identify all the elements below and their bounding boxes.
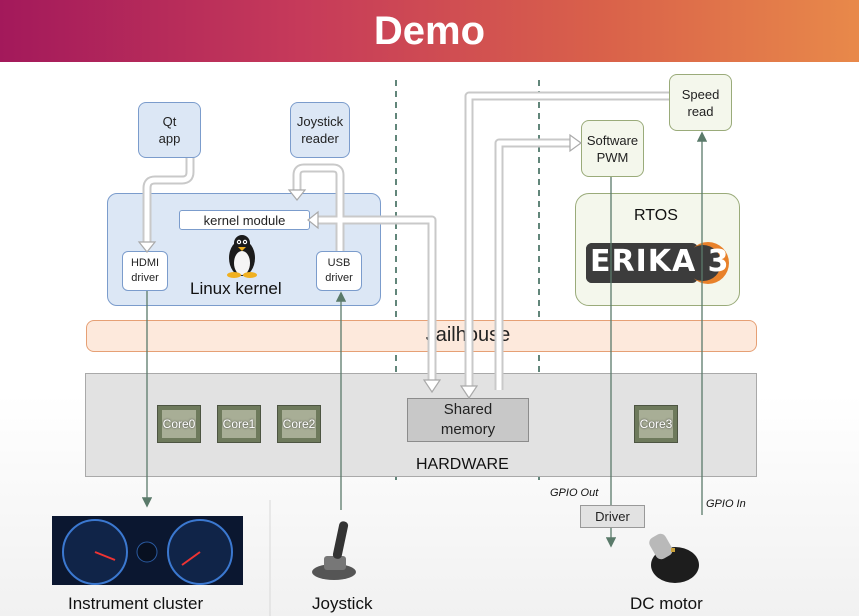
joystick-reader-label: Joystick reader [296, 114, 344, 146]
erika-logo-text: ERIKA 3 [590, 244, 730, 279]
core-chip-1: Core1 [217, 405, 261, 443]
hdmi-driver-box: HDMI driver [122, 251, 168, 291]
speed-read-label: Speed read [681, 86, 720, 119]
core-label-2: Core2 [282, 410, 316, 438]
title-banner [0, 0, 859, 62]
hdmi-driver-label: HDMI driver [130, 257, 160, 284]
instrument-cluster-label: Instrument cluster [68, 594, 204, 613]
shared-memory-label: Shared memory [440, 401, 496, 438]
linux-kernel-label: Linux kernel [190, 279, 282, 298]
shared-memory-box: Shared memory [407, 398, 529, 442]
gpio-out-label: GPIO Out [550, 487, 599, 499]
core-chip-2: Core2 [277, 405, 321, 443]
core-label-1: Core1 [222, 410, 256, 438]
usb-driver-label: USB driver [325, 257, 353, 284]
slide-title: Demo [373, 9, 486, 53]
speed-read-box: Speed read [669, 74, 732, 131]
jailhouse-bar [86, 320, 757, 352]
joystick-label: Joystick [312, 594, 373, 613]
gpio-in-label: GPIO In [706, 498, 746, 510]
driver-label: Driver [595, 509, 630, 524]
usb-driver-box: USB driver [316, 251, 362, 291]
joystick-reader-box: Joystick reader [290, 102, 350, 158]
driver-box: Driver [580, 505, 645, 528]
hardware-label: HARDWARE [416, 456, 509, 473]
core-label-3: Core3 [639, 410, 673, 438]
rtos-label: RTOS [634, 207, 678, 224]
dc-motor-label: DC motor [630, 594, 703, 613]
core-label-0: Core0 [162, 410, 196, 438]
qt-app-box: Qt app [138, 102, 201, 158]
kernel-module-label: kernel module [203, 212, 286, 228]
kernel-module-box: kernel module [179, 210, 310, 230]
core-chip-3: Core3 [634, 405, 678, 443]
software-pwm-box: Software PWM [581, 120, 644, 177]
software-pwm-label: Software PWM [586, 132, 639, 165]
qt-app-label: Qt app [158, 114, 181, 146]
core-chip-0: Core0 [157, 405, 201, 443]
